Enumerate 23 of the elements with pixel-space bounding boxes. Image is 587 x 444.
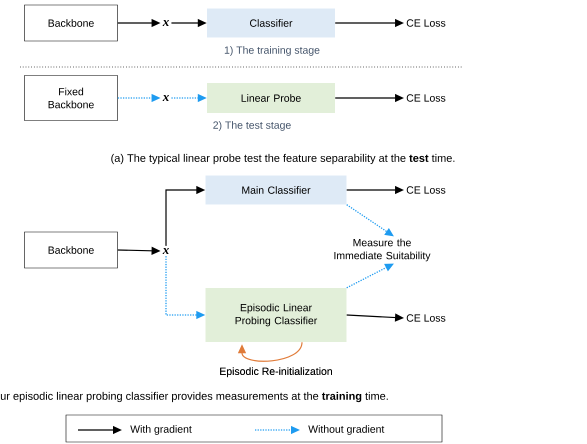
process-box: Backbone — [24, 232, 118, 268]
output-text: CE Loss — [406, 186, 446, 194]
output-text: CE Loss — [406, 314, 446, 322]
classifier-box: Linear Probe — [207, 83, 335, 113]
legend-text: With gradient — [130, 425, 192, 435]
note-text: Measure the Immediate Suitability — [334, 238, 430, 262]
variable-symbol: x — [162, 248, 169, 254]
process-box: Fixed Backbone — [24, 75, 118, 121]
stage-caption: 2) The test stage — [213, 121, 291, 131]
figure-caption: (a) The typical linear probe test the feature separability at the test time. — [111, 154, 454, 164]
output-text: CE Loss — [406, 94, 446, 102]
legend-text: Without gradient — [308, 425, 384, 435]
process-box: Backbone — [24, 4, 118, 42]
classifier-box: Classifier — [207, 8, 335, 38]
classifier-box: Main Classifier — [206, 176, 346, 204]
figure-caption: ur episodic linear probing classifier provides measurements at the training time. — [0, 392, 388, 402]
output-text: CE Loss — [406, 19, 446, 27]
classifier-box: Episodic Linear Probing Classifier — [206, 288, 346, 342]
loop-arrow — [238, 342, 303, 362]
edge-label: Episodic Re-initialization — [220, 367, 332, 378]
variable-symbol: x — [162, 95, 169, 101]
variable-symbol: x — [162, 20, 169, 26]
stage-caption: 1) The training stage — [224, 46, 320, 56]
